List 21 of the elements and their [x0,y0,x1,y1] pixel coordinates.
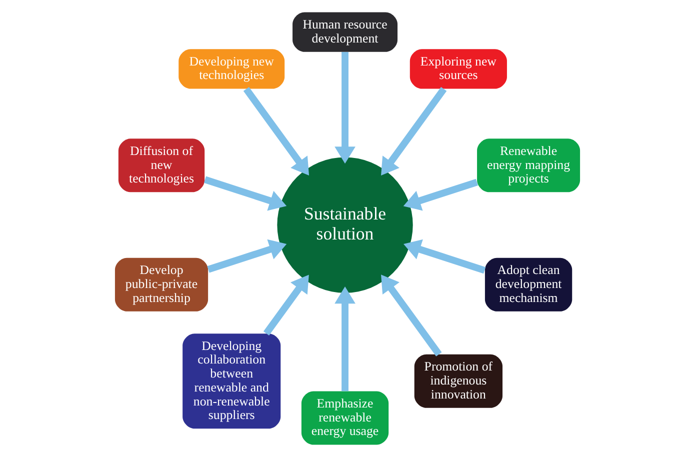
arrow [207,239,287,273]
arrow [263,274,309,336]
arrow [381,86,447,176]
node-box: Developing new technologies [178,49,285,89]
arrow [334,286,356,392]
node-box: Adopt clean development mechanism [484,258,572,312]
arrow [404,239,486,274]
arrow [204,176,287,211]
arrow [243,86,310,176]
node-box: Promotion of indigenous innovation [414,354,502,408]
arrow [403,178,478,211]
node-box: Emphasize renewable energy usage [301,391,389,445]
node-box: Renewable energy mapping projects [477,138,580,192]
arrow [381,274,442,356]
node-circle: Sustainable solution [277,157,413,293]
node-box: Human resource development [292,12,398,52]
node-box: Develop public-private partnership [114,258,208,312]
node-box: Developing collaboration between renewable and non-renewable suppliers [182,334,281,429]
node-box: Exploring new sources [410,49,507,89]
arrow [334,52,356,164]
node-box: Diffusion of new technologies [118,138,205,192]
